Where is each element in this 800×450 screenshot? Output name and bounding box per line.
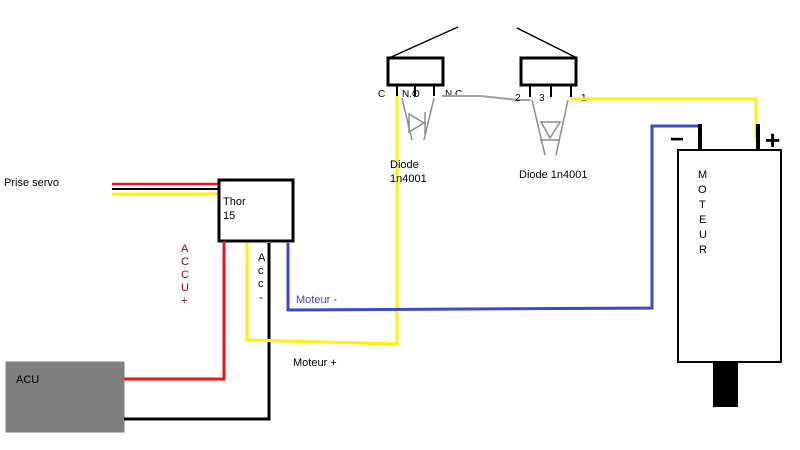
acc-char-4: - (259, 292, 263, 304)
thor-label-line2: 15 (223, 210, 235, 222)
switch-left-no-label: N.O (402, 89, 420, 100)
moteur-plus-wire-yellow (245, 92, 399, 346)
diode-right (531, 99, 569, 156)
accu-char-5: + (181, 295, 187, 307)
moteur-char-3: T (699, 199, 706, 211)
moteur-body (677, 149, 782, 363)
switch-right (516, 27, 578, 97)
acu-battery-block (5, 361, 125, 433)
accu-minus-wire-black (124, 243, 271, 421)
moteur-minus-wire-blue (286, 124, 700, 312)
prise-servo-label: Prise servo (4, 177, 59, 189)
servo-wires (112, 182, 220, 196)
switch-right-2-label: 2 (515, 93, 521, 104)
moteur-char-6: R (699, 244, 707, 256)
thor-label-line1: Thor (223, 196, 246, 208)
moteur-terminal-minus-label: − (670, 126, 684, 153)
moteur-shaft (713, 362, 738, 407)
switch-left-lever (388, 26, 459, 59)
switch-right-body (519, 56, 578, 87)
accu-plus-wire-red (124, 241, 226, 381)
switch-left-nc-label: N.C (445, 89, 462, 100)
acu-label: ACU (16, 374, 39, 386)
switch-left-body (386, 56, 445, 87)
diode-left-label-line1: Diode (390, 159, 419, 171)
moteur-vertical-label: M O T E U R (698, 169, 707, 256)
diode-left (401, 97, 435, 141)
accu-char-4: U (181, 282, 189, 294)
switch-right-3-label: 3 (539, 93, 545, 104)
moteur-char-2: O (698, 184, 707, 196)
accu-plus-vertical-label: A C C U + (181, 243, 189, 307)
moteur-char-1: M (698, 169, 707, 181)
switch-right-lever (516, 27, 578, 59)
diode-right-label: Diode 1n4001 (519, 169, 588, 181)
moteur-plus-out-wire-yellow (571, 97, 758, 138)
moteur-minus-label: Moteur - (296, 294, 337, 306)
switch-left-c-label: C (378, 89, 385, 100)
thor-esc-box (217, 178, 295, 243)
accu-char-2: C (181, 256, 189, 268)
wire-gray-between-switches (442, 95, 530, 101)
switch-left (386, 26, 459, 96)
moteur-char-4: E (699, 214, 706, 226)
moteur-terminal-plus-label: + (765, 125, 780, 155)
acc-char-2: c (258, 265, 264, 277)
accu-char-3: C (181, 269, 189, 281)
acc-minus-vertical-label: A c c - (258, 252, 266, 304)
moteur-plus-label: Moteur + (293, 357, 337, 369)
acc-char-3: c (258, 278, 264, 290)
diode-left-label-line2: 1n4001 (390, 173, 427, 185)
moteur-char-5: U (699, 229, 707, 241)
accu-char-1: A (181, 243, 189, 255)
acc-char-1: A (258, 252, 266, 264)
